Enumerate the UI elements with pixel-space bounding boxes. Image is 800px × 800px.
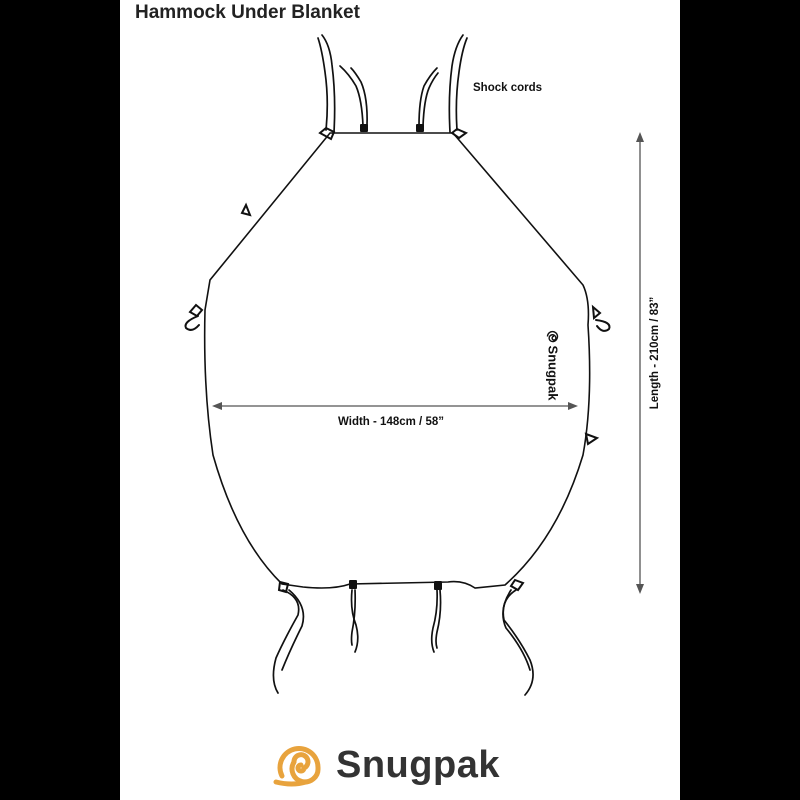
bottom-shock-cords: [272, 589, 534, 696]
bottom-right-corner-cord-2: [502, 589, 531, 671]
bottom-cord-toggles: [349, 580, 442, 590]
blanket-outline: [203, 132, 591, 589]
top-left-tab: [318, 126, 336, 141]
top-cord-toggles: [360, 124, 424, 132]
bottom-right-inner-cord-2: [435, 589, 442, 649]
bottom-left-toggle: [349, 580, 357, 589]
top-left-corner-cord: [317, 37, 329, 131]
side-tab-right-loop: [595, 319, 611, 332]
top-right-toggle: [416, 124, 424, 132]
side-tab-left-upper: [240, 202, 252, 217]
top-left-inner-cord-2: [350, 67, 368, 127]
side-tab-right-middle: [591, 304, 602, 320]
bottom-right-corner-cord: [502, 589, 534, 696]
top-right-inner-cord: [418, 67, 438, 127]
bottom-right-toggle: [434, 581, 442, 590]
side-tab-left-loop: [184, 315, 200, 331]
top-right-corner-cord-2: [448, 34, 464, 133]
bottom-right-tab: [509, 578, 525, 592]
page-title: Hammock Under Blanket: [135, 2, 360, 23]
bottom-left-corner-cord: [272, 589, 300, 694]
length-dimension-arrow: [636, 132, 644, 594]
bottom-left-corner-cord-2: [281, 589, 305, 671]
side-tab-left-middle: [188, 303, 204, 318]
top-right-corner-cord: [455, 37, 468, 131]
top-left-toggle: [360, 124, 368, 132]
top-right-inner-cord-2: [422, 72, 439, 127]
snail-shell-icon: [273, 746, 321, 787]
width-dimension-arrow: [212, 402, 578, 410]
panel-logo: Snugpak: [545, 330, 561, 401]
bottom-left-inner-cord-2: [350, 589, 357, 646]
bottom-left-inner-cord: [350, 589, 359, 653]
length-label: Length - 210cm / 83”: [649, 296, 661, 410]
bottom-right-inner-cord: [430, 589, 439, 653]
top-left-inner-cord: [339, 65, 364, 127]
panel-logo-text: Snugpak: [545, 345, 561, 401]
side-tab-right-lower: [584, 432, 600, 446]
width-label: Width - 148cm / 58”: [338, 416, 444, 428]
brand-name: Snugpak: [336, 743, 500, 786]
shock-cords-label: Shock cords: [473, 82, 543, 94]
top-shock-cords: [317, 34, 468, 133]
brand-logo: Snugpak: [272, 742, 500, 788]
panel-shell-icon: [547, 330, 559, 343]
top-right-tab: [450, 127, 469, 140]
top-left-corner-cord-2: [321, 34, 336, 133]
